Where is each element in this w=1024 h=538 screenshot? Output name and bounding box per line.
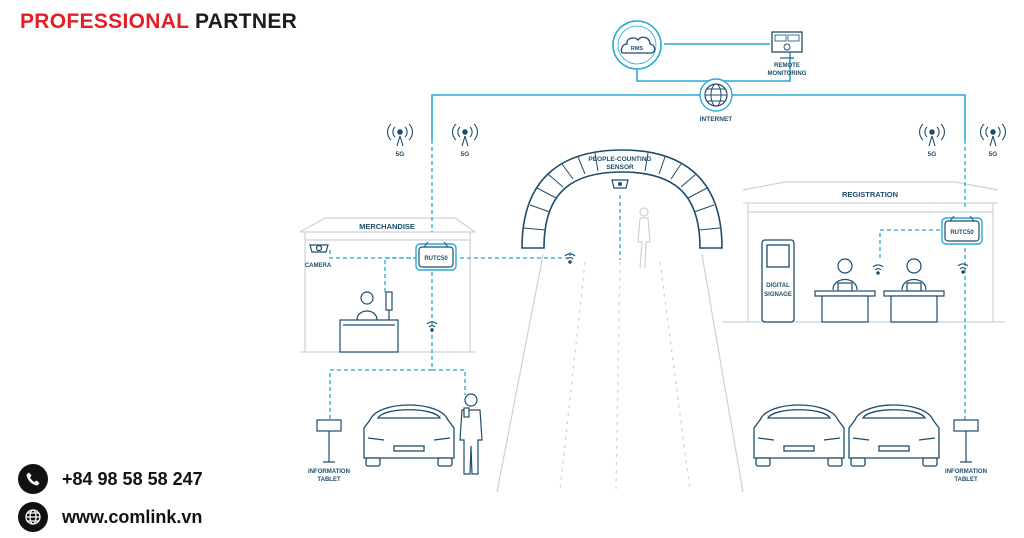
car-right-1 <box>753 404 845 467</box>
internet-node: INTERNET <box>699 78 733 123</box>
registration-tent <box>742 181 999 322</box>
antenna-5g-3: 5G <box>919 123 945 158</box>
car-left <box>363 404 455 467</box>
camera-label: CAMERA <box>305 263 332 269</box>
rms-node: RMS <box>612 20 662 70</box>
remote-monitoring-node: REMOTE MONITORING <box>768 31 807 77</box>
remote-monitoring-label-1: REMOTE <box>774 63 800 69</box>
fiveg-label-4: 5G <box>989 151 998 158</box>
antenna-5g-2: 5G <box>452 123 478 158</box>
camera-icon: CAMERA <box>305 244 332 269</box>
digital-signage-label-1: DIGITAL <box>766 283 790 289</box>
connection-lines <box>431 43 966 140</box>
people-counting-label-1: PEOPLE-COUNTING <box>588 156 651 163</box>
fiveg-label-1: 5G <box>396 151 405 158</box>
registration-desk-1 <box>814 258 876 323</box>
info-tablet-left-label-1: INFORMATION <box>308 469 350 475</box>
wifi-icons <box>426 253 969 332</box>
information-tablet-left: INFORMATION TABLET <box>308 419 350 483</box>
walking-person <box>637 207 651 269</box>
contact-website[interactable]: www.comlink.vn <box>18 502 202 532</box>
router-label-2: RUTC50 <box>950 230 974 236</box>
fiveg-label-2: 5G <box>461 151 470 158</box>
people-counting-sensor: PEOPLE-COUNTING SENSOR <box>588 156 652 189</box>
info-tablet-right-label-1: INFORMATION <box>945 469 987 475</box>
merchandise-tent <box>299 217 476 352</box>
brand-word-professional: PROFESSIONAL <box>20 10 189 33</box>
contact-phone[interactable]: +84 98 58 58 247 <box>18 464 203 494</box>
info-tablet-right-label-2: TABLET <box>954 477 978 483</box>
antenna-5g-1: 5G <box>387 123 413 158</box>
dashed-links <box>329 140 966 420</box>
phone-number[interactable]: +84 98 58 58 247 <box>62 468 203 489</box>
phone-icon <box>18 464 48 494</box>
people-counting-label-2: SENSOR <box>606 164 634 171</box>
inflatable-arch <box>521 149 723 249</box>
registration-desk-2 <box>883 258 945 323</box>
router-registration: RUTC50 <box>941 215 983 245</box>
antenna-5g-4: 5G <box>980 123 1006 158</box>
digital-signage: DIGITAL SIGNAGE <box>761 239 795 323</box>
fiveg-label-3: 5G <box>928 151 937 158</box>
merchandise-label: MERCHANDISE <box>359 222 415 231</box>
globe-icon <box>18 502 48 532</box>
brand-title: PROFESSIONAL PARTNER <box>20 10 297 34</box>
internet-label: INTERNET <box>700 116 733 123</box>
rms-label: RMS <box>631 46 644 52</box>
info-tablet-left-label-2: TABLET <box>317 477 341 483</box>
brand-word-partner: PARTNER <box>195 10 298 33</box>
car-right-2 <box>848 404 940 467</box>
remote-monitoring-label-2: MONITORING <box>768 71 807 77</box>
router-merchandise: RUTC50 <box>415 241 457 271</box>
information-tablet-right: INFORMATION TABLET <box>945 419 987 483</box>
digital-signage-label-2: SIGNAGE <box>764 292 792 298</box>
registration-label: REGISTRATION <box>842 190 898 199</box>
merchandise-counter <box>339 291 399 353</box>
standing-person <box>459 393 483 475</box>
website-url[interactable]: www.comlink.vn <box>62 506 203 527</box>
router-label-1: RUTC50 <box>424 256 448 262</box>
